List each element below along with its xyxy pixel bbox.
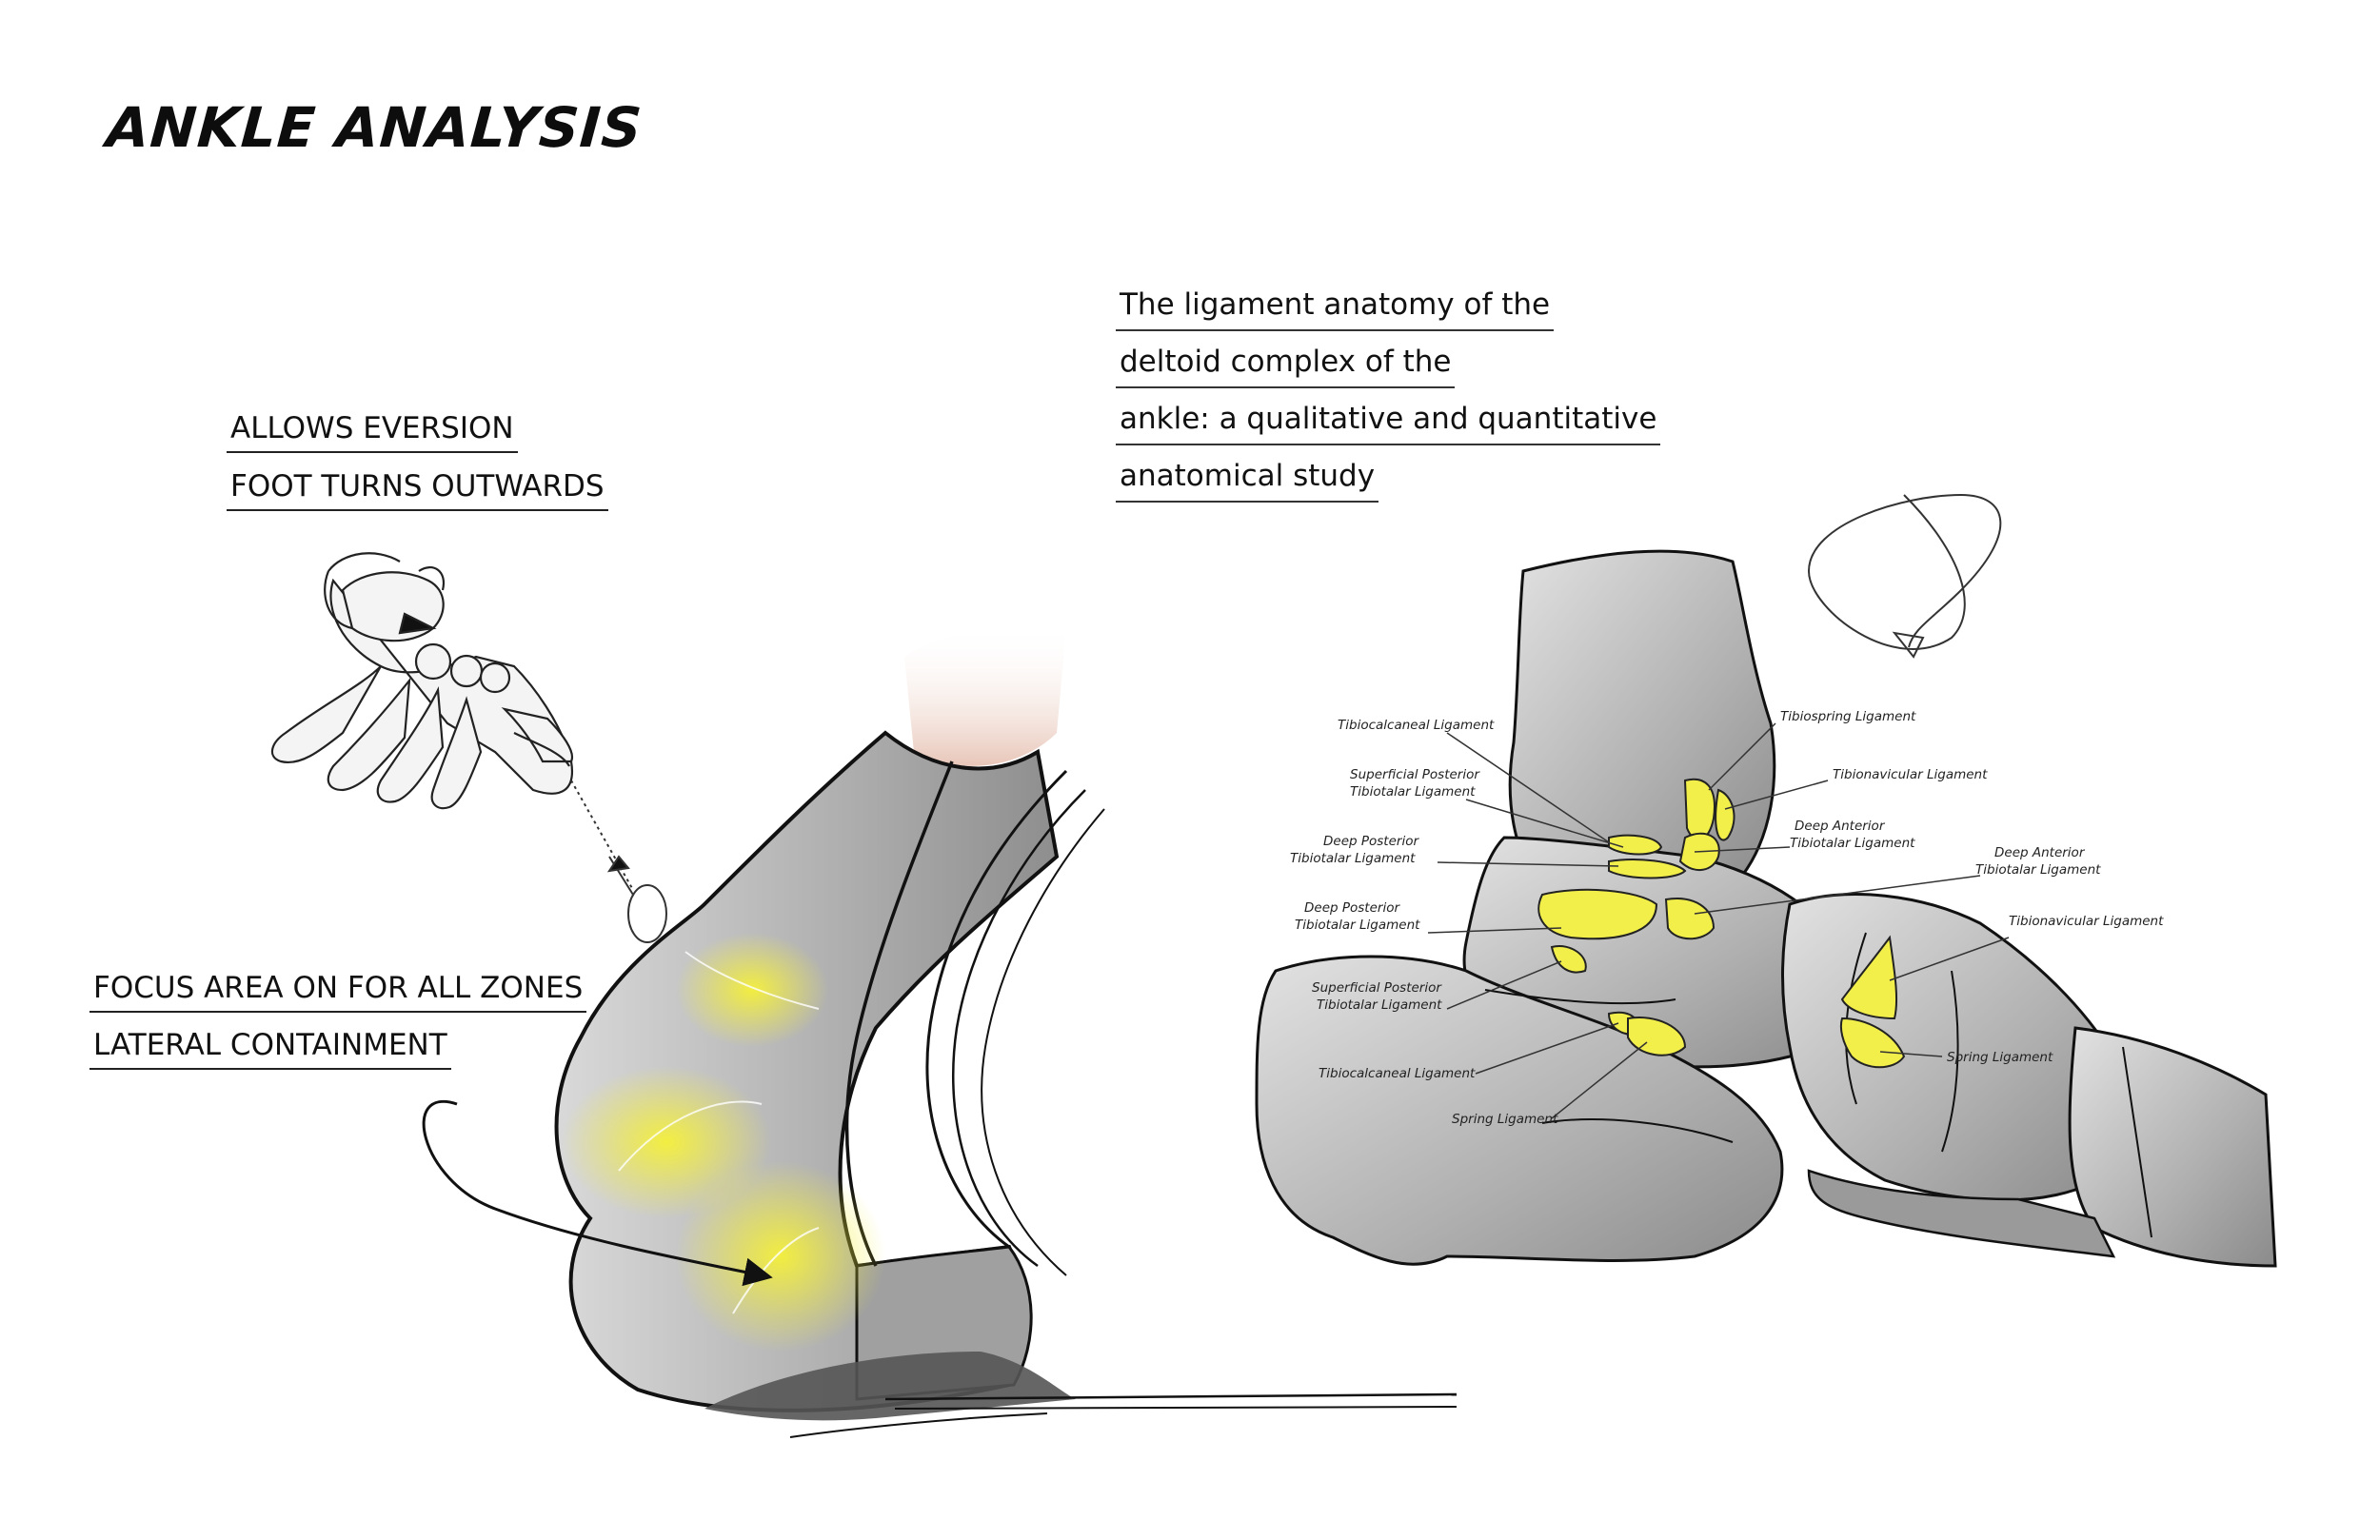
label-deep-posterior-top-1: Deep Posterior xyxy=(1323,834,1419,849)
label-tibionavicular-top: Tibionavicular Ligament xyxy=(1833,767,1988,782)
label-tibiocalcaneal-top: Tibiocalcaneal Ligament xyxy=(1338,718,1495,733)
label-deep-posterior-top-2: Tibiotalar Ligament xyxy=(1290,851,1416,866)
label-superficial-posterior-low-1: Superficial Posterior xyxy=(1312,980,1442,996)
label-deep-posterior-left-1: Deep Posterior xyxy=(1304,900,1400,916)
rotation-arrow xyxy=(571,780,666,942)
foot-bones-sketch xyxy=(272,553,572,808)
label-deep-anterior-mid-1: Deep Anterior xyxy=(1795,819,1886,834)
label-tibionavicular-right: Tibionavicular Ligament xyxy=(2009,914,2164,929)
label-tibiospring: Tibiospring Ligament xyxy=(1780,709,1916,724)
label-superficial-posterior-low-2: Tibiotalar Ligament xyxy=(1317,997,1442,1013)
label-spring-low: Spring Ligament xyxy=(1452,1112,1558,1127)
label-deep-posterior-left-2: Tibiotalar Ligament xyxy=(1295,918,1420,933)
label-deep-anterior-right-2: Tibiotalar Ligament xyxy=(1975,862,2101,878)
label-deep-anterior-mid-2: Tibiotalar Ligament xyxy=(1790,836,1915,851)
label-deep-anterior-right-1: Deep Anterior xyxy=(1994,845,2086,860)
label-tibiocalcaneal-low: Tibiocalcaneal Ligament xyxy=(1319,1066,1476,1081)
label-superficial-posterior-top-2: Tibiotalar Ligament xyxy=(1350,784,1476,800)
label-spring-right: Spring Ligament xyxy=(1947,1050,2053,1065)
ankle-bone-anatomy xyxy=(1257,495,2275,1266)
label-superficial-posterior-top-1: Superficial Posterior xyxy=(1350,767,1480,782)
